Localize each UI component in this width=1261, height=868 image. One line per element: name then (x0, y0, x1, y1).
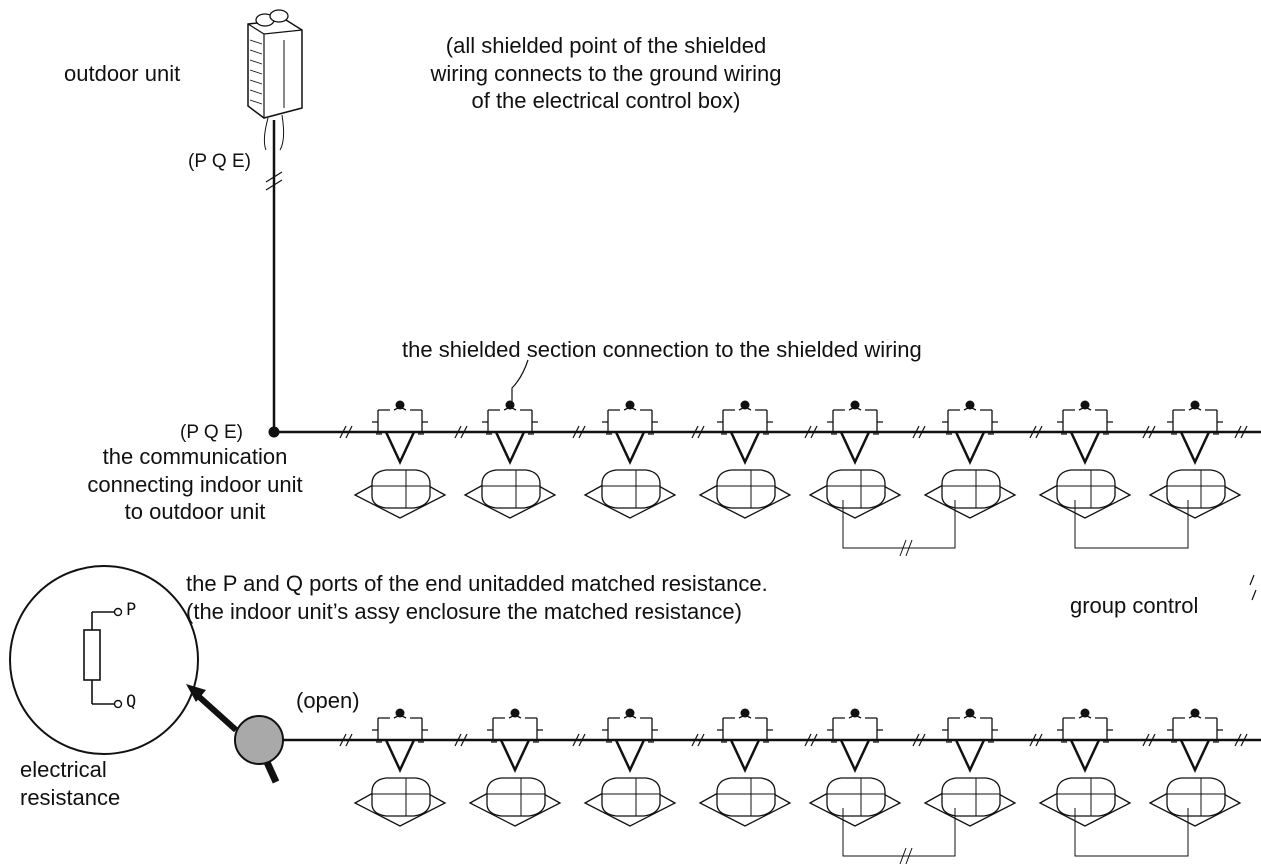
shield-note-line1: (all shielded point of the shielded (445, 33, 767, 58)
pqe-top-label: (P Q E) (188, 151, 251, 172)
outdoor-unit-label: outdoor unit (64, 61, 181, 86)
end-unit-line2: (the indoor unit’s assy enclosure the ma… (186, 598, 742, 624)
resistance-detail (9, 565, 199, 755)
comm-line1: the communication (102, 444, 288, 469)
group-control-wires-lower (842, 808, 1189, 865)
shield-note-line2: wiring connects to the ground wiring (430, 60, 782, 86)
pqe-junction-label: (P Q E) (180, 422, 243, 443)
comm-line3: to outdoor unit (124, 499, 266, 524)
end-unit-note: the P and Q ports of the end unitadded m… (186, 570, 768, 625)
resistance-label: electrical resistance (20, 756, 120, 811)
resistance-line1: electrical (20, 757, 107, 782)
shielded-section-label: the shielded section connection to the s… (402, 337, 922, 362)
indoor-units-lower (339, 707, 1248, 828)
resistor-icon (83, 629, 101, 681)
comm-line2: connecting indoor unit (87, 471, 303, 497)
shielded-section-leader (511, 359, 529, 404)
open-label: (open) (296, 688, 360, 713)
communication-label: the communication connecting indoor unit… (50, 443, 340, 526)
indoor-units-upper (339, 399, 1248, 520)
group-control-label: group control (1070, 593, 1199, 618)
magnifier-icon (186, 684, 284, 784)
resistance-line2: resistance (20, 784, 121, 810)
port-p-label: P (126, 600, 137, 620)
shield-note-line3: of the electrical control box) (471, 88, 741, 113)
end-unit-line1: the P and Q ports of the end unitadded m… (186, 571, 768, 596)
port-q-label: Q (126, 692, 137, 712)
outdoor-unit-icon (247, 9, 303, 151)
group-control-wires-upper (842, 500, 1189, 557)
shield-note: (all shielded point of the shielded wiri… (376, 32, 836, 115)
